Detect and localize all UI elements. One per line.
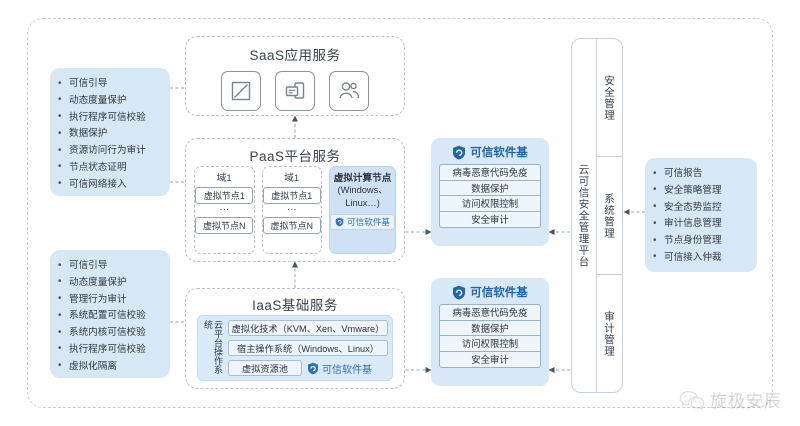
tsb-lower-title: 可信软件基	[470, 287, 528, 299]
list-item: 安全策略管理	[651, 182, 751, 200]
watermark: 旋极安辰	[679, 387, 782, 412]
outer-frame	[27, 18, 773, 408]
iaas-service-box: IaaS基础服务 云平台操作系统 虚拟化技术（KVM、Xen、Vmware） 宿…	[185, 288, 405, 389]
saas-title: SaaS应用服务	[249, 48, 341, 63]
tsb-upper-title-row: 可信软件基	[439, 144, 541, 160]
virtualization-tech-row: 虚拟化技术（KVM、Xen、Vmware）	[228, 320, 388, 336]
right-panel-list: 可信报告 安全策略管理 安全态势监控 审计信息管理 节点身份管理 可信接入仲裁	[651, 166, 751, 267]
tsb-item: 安全审计	[471, 214, 509, 226]
left-panel-top-list: 可信引导 动态度量保护 执行程序可信校验 数据保护 资源访问行为审计 节点状态证…	[56, 76, 164, 194]
left-panel-bottom: 可信引导 动态度量保护 管理行为审计 系统配置可信校验 系统内核可信校验 执行程…	[50, 250, 170, 378]
tsb-upper-title: 可信软件基	[470, 147, 528, 159]
edit-document-icon	[221, 71, 261, 111]
virtual-node-first: 虚拟节点1	[195, 187, 254, 204]
saas-icon-row	[186, 71, 404, 111]
list-item: 可信引导	[56, 258, 164, 275]
virtual-compute-node-box: 虚拟计算节点 (Windows、 Linux…) 可信软件基	[329, 166, 397, 254]
list-item: 系统内核可信校验	[56, 325, 164, 342]
trusted-software-base-badge: 可信软件基	[307, 361, 372, 376]
list-item: 数据保护	[56, 126, 164, 143]
iaas-rows: 虚拟化技术（KVM、Xen、Vmware） 宿主操作系统（Windows、Lin…	[228, 320, 388, 376]
tsb-item: 数据保护	[440, 321, 540, 336]
list-item: 可信网络接入	[56, 176, 164, 194]
tsb-item: 访问权限控制	[440, 336, 540, 352]
cloud-security-platform-column: 云可信安全管理平台 安全管理 系统管理 审计管理	[571, 38, 623, 393]
tsb-item: 访问权限控制	[440, 196, 540, 212]
shield-icon	[453, 145, 466, 160]
virtual-node-last: 虚拟节点N	[262, 217, 321, 234]
list-item: 执行程序可信校验	[56, 109, 164, 127]
card-window-icon	[275, 71, 315, 111]
watermark-text: 旋极安辰	[710, 392, 782, 412]
right-panel: 可信报告 安全策略管理 安全态势监控 审计信息管理 节点身份管理 可信接入仲裁	[645, 158, 757, 272]
tsb-lower-title-row: 可信软件基	[439, 284, 541, 300]
list-item: 动态度量保护	[56, 92, 164, 110]
paas-domain-1: 域1 虚拟节点1 ⋮ 虚拟节点N	[194, 166, 255, 254]
virtual-node-last: 虚拟节点N	[195, 217, 254, 234]
cloud-platform-os-label: 云平台操作系统	[203, 320, 223, 374]
list-item: 可信接入仲裁	[651, 249, 751, 267]
list-item: 节点状态证明	[56, 159, 164, 177]
node-ellipsis: ⋮	[219, 205, 230, 214]
tsb-item: 病毒恶意代码免疫	[440, 305, 540, 321]
platform-section-audit: 审计管理	[603, 310, 615, 357]
trusted-software-base-badge: 可信软件基	[330, 214, 396, 230]
platform-section-security: 安全管理	[597, 39, 622, 157]
list-item: 节点身份管理	[651, 233, 751, 250]
list-item: 资源访问行为审计	[56, 143, 164, 160]
tsb-item: 数据保护	[440, 181, 540, 196]
left-panel-bottom-list: 可信引导 动态度量保护 管理行为审计 系统配置可信校验 系统内核可信校验 执行程…	[56, 258, 164, 376]
tsb-lower-list: 病毒恶意代码免疫 数据保护 访问权限控制 安全审计	[439, 304, 541, 368]
node-ellipsis: ⋮	[286, 205, 297, 214]
left-panel-top: 可信引导 动态度量保护 执行程序可信校验 数据保护 资源访问行为审计 节点状态证…	[50, 68, 170, 196]
tsb-item: 安全审计	[471, 354, 509, 366]
list-item: 执行程序可信校验	[56, 341, 164, 359]
trusted-software-base-upper: 可信软件基 病毒恶意代码免疫 数据保护 访问权限控制 安全审计	[431, 138, 549, 246]
list-item: 安全态势监控	[651, 199, 751, 217]
shield-icon	[335, 217, 344, 227]
list-item: 可信报告	[651, 166, 751, 183]
iaas-title: IaaS基础服务	[252, 298, 338, 313]
virtual-node-first: 虚拟节点1	[262, 187, 321, 204]
list-item: 审计信息管理	[651, 216, 751, 233]
wechat-icon	[679, 390, 705, 410]
paas-service-box: PaaS平台服务 域1 虚拟节点1 ⋮ 虚拟节点N 域1 虚拟节点1 ⋮ 虚拟节…	[185, 138, 405, 262]
badge-label: 可信软件基	[322, 364, 372, 376]
platform-name: 云可信安全管理平台	[577, 163, 590, 268]
list-item: 可信引导	[56, 76, 164, 93]
virtual-resource-pool: 虚拟资源池	[228, 360, 302, 376]
vcn-title: 虚拟计算节点	[333, 173, 392, 184]
domain-title: 域1	[216, 173, 232, 184]
host-os-row: 宿主操作系统（Windows、Linux）	[228, 340, 388, 356]
platform-sections: 安全管理 系统管理 审计管理	[596, 39, 622, 392]
list-item: 管理行为审计	[56, 291, 164, 309]
platform-section-system: 系统管理	[597, 157, 622, 275]
vcn-subtitle-line1: (Windows、	[337, 185, 388, 195]
badge-label: 可信软件基	[347, 217, 391, 227]
domain-title: 域1	[284, 173, 300, 184]
saas-service-box: SaaS应用服务	[185, 36, 405, 116]
paas-title: PaaS平台服务	[249, 149, 341, 164]
shield-icon	[453, 285, 466, 300]
trusted-software-base-lower: 可信软件基 病毒恶意代码免疫 数据保护 访问权限控制 安全审计	[431, 278, 549, 386]
vcn-subtitle-line2: Linux…)	[345, 197, 380, 208]
users-icon	[329, 71, 369, 111]
iaas-inner: 云平台操作系统 虚拟化技术（KVM、Xen、Vmware） 宿主操作系统（Win…	[197, 315, 393, 381]
tsb-item: 病毒恶意代码免疫	[440, 165, 540, 181]
list-item: 动态度量保护	[56, 274, 164, 292]
list-item: 系统配置可信校验	[56, 308, 164, 325]
tsb-upper-list: 病毒恶意代码免疫 数据保护 访问权限控制 安全审计	[439, 164, 541, 228]
shield-icon	[308, 362, 318, 374]
paas-inner: 域1 虚拟节点1 ⋮ 虚拟节点N 域1 虚拟节点1 ⋮ 虚拟节点N 虚拟计算节点…	[194, 166, 397, 254]
iaas-bottom-row: 虚拟资源池 可信软件基	[228, 360, 388, 376]
paas-domain-2: 域1 虚拟节点1 ⋮ 虚拟节点N	[261, 166, 323, 254]
list-item: 虚拟化隔离	[56, 358, 164, 376]
